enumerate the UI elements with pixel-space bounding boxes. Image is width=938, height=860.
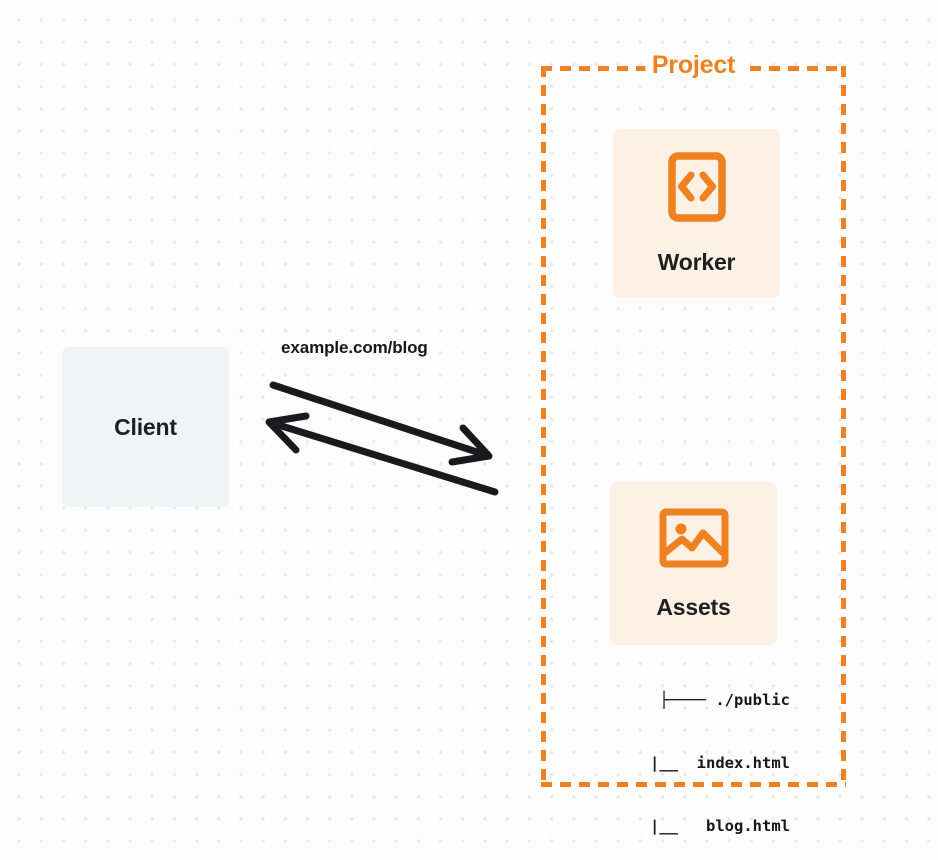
file-tree-line: ├──── ./public <box>659 691 790 709</box>
node-assets-label: Assets <box>656 593 731 620</box>
project-border-left <box>541 66 546 787</box>
node-client-label: Client <box>114 413 177 440</box>
code-brackets-icon <box>667 151 726 227</box>
project-border-bottom <box>541 782 846 787</box>
assets-file-tree: ├──── ./public |__ index.html |__ blog.h… <box>582 648 790 860</box>
file-tree-line: |__ blog.html <box>622 817 790 835</box>
node-assets[interactable]: Assets <box>610 482 777 645</box>
arrow-request-label: example.com/blog <box>281 338 428 357</box>
file-tree-line: |__ index.html <box>622 754 790 772</box>
node-client[interactable]: Client <box>62 347 229 507</box>
project-border-right <box>841 66 846 787</box>
arrow-request <box>269 381 493 466</box>
image-picture-icon <box>659 507 729 574</box>
arrow-response <box>265 412 499 496</box>
node-worker[interactable]: Worker <box>613 129 780 298</box>
node-worker-label: Worker <box>657 248 736 275</box>
project-group-label: Project <box>644 49 743 81</box>
project-group: Project <box>541 49 846 787</box>
